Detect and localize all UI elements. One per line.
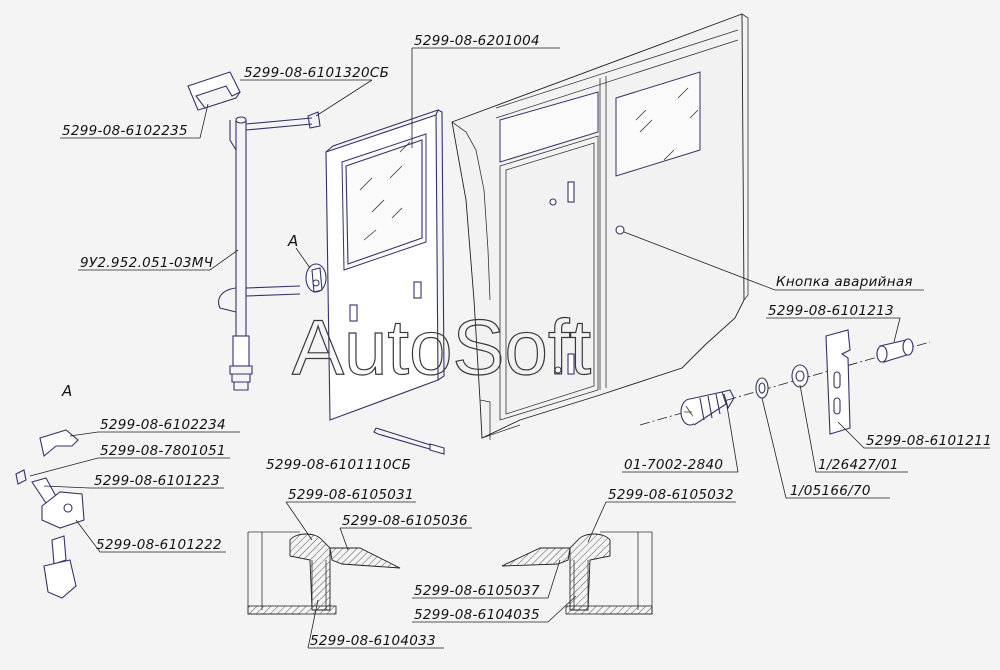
door-handle-right	[413, 281, 422, 299]
plate-part	[825, 329, 851, 435]
label-washer-a: 1/26427/01	[818, 457, 899, 473]
label-seal-left-mid: 5299-08-6105036	[342, 513, 468, 529]
view-a-title: А	[61, 382, 72, 400]
bolt-part	[680, 389, 735, 426]
label-lock-assembly: 5299-08-6101320СБ	[244, 65, 389, 81]
label-washer-b: 1/05166/70	[790, 483, 871, 499]
lock-detail-callout	[305, 263, 327, 293]
label-bracket-top: 5299-08-6102235	[62, 123, 188, 139]
hinge-lower	[567, 353, 575, 375]
door-handle-left	[349, 304, 358, 322]
label-seal-left-bottom: 5299-08-6104033	[310, 633, 436, 649]
label-detail-lever: 5299-08-6101223	[94, 473, 220, 489]
seal-section-right	[501, 531, 653, 615]
cylinder-part	[218, 111, 321, 391]
label-handle-rod: 5299-08-6101110СБ	[266, 457, 411, 473]
washer-b-part	[791, 364, 809, 388]
label-bolt: 01-7002-2840	[624, 457, 723, 473]
door-leaf	[325, 109, 445, 421]
hardware-exploded-view	[639, 329, 931, 435]
label-emergency-button: Кнопка аварийная	[776, 274, 913, 290]
hinge-upper	[567, 181, 575, 203]
part-labels: 5299-08-6201004 5299-08-6101320СБ 5299-0…	[61, 33, 992, 649]
bushing-part	[876, 338, 914, 363]
label-bushing: 5299-08-6101213	[768, 303, 894, 319]
label-detail-base: 5299-08-6101222	[96, 537, 222, 553]
label-detail-pin: 5299-08-7801051	[100, 443, 226, 459]
latch-point	[549, 198, 557, 206]
detail-bracket-part	[39, 429, 79, 458]
label-seal-left-top: 5299-08-6105031	[288, 487, 414, 503]
bus-side-wall	[451, 13, 749, 440]
leader-lines	[29, 47, 990, 649]
detail-a-view	[15, 429, 85, 599]
label-cylinder: 9У2.952.051-03МЧ	[80, 255, 213, 271]
watermark-text: AutoSoft	[292, 303, 592, 391]
callout-a: А	[287, 232, 298, 250]
label-seal-right-bottom: 5299-08-6104035	[414, 607, 540, 623]
label-door-assembly: 5299-08-6201004	[414, 33, 540, 49]
label-seal-right-top: 5299-08-6105032	[608, 487, 734, 503]
label-plate: 5299-08-6101211	[866, 433, 992, 449]
label-seal-right-mid: 5299-08-6105037	[414, 583, 540, 599]
detail-base-part	[41, 491, 85, 529]
label-detail-bracket: 5299-08-6102234	[100, 417, 226, 433]
washer-a-part	[755, 377, 769, 399]
top-bracket-part	[187, 71, 241, 111]
emergency-button-icon	[615, 225, 625, 235]
handle-rod-part	[373, 427, 445, 455]
seal-section-left	[247, 531, 401, 615]
